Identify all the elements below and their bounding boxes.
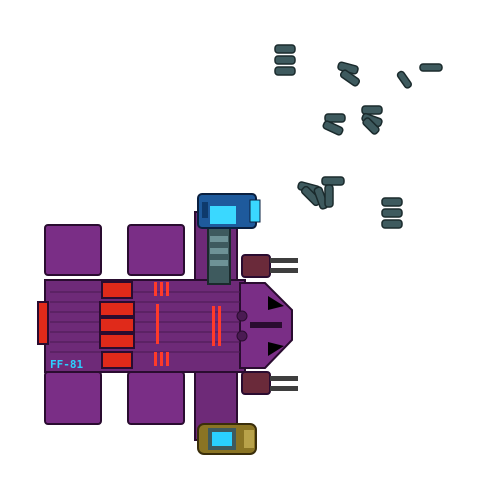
bullet-sprite (324, 184, 334, 208)
bullet-sprite (339, 69, 361, 87)
engine-block-icon (37, 281, 135, 369)
twin-cannon-icon (241, 254, 298, 395)
bullet-sprite (361, 105, 383, 115)
nose-details (236, 296, 284, 356)
blue-turret-icon (197, 193, 261, 285)
bullet-sprite (381, 197, 403, 207)
engine-pod-top-right (127, 224, 185, 276)
bullet-sprite (381, 219, 403, 229)
bullet-sprite (274, 66, 296, 76)
engine-pod-top-left (44, 224, 102, 276)
bullet-sprite (274, 44, 296, 54)
hull-stripes (50, 291, 240, 353)
hull-id-label: FF-81 (50, 358, 83, 371)
engine-pod-bottom-right (127, 371, 185, 425)
gold-pod-icon (197, 423, 257, 455)
bullet-sprite (324, 113, 346, 123)
bullet-sprite-icon (274, 44, 443, 229)
vent-marks (154, 282, 221, 366)
bullet-sprite (396, 70, 413, 89)
main-body (44, 279, 246, 373)
bullet-sprite (419, 63, 443, 72)
engine-pod-bottom-left (44, 371, 102, 425)
bullet-sprite (381, 208, 403, 218)
bullet-sprite (321, 176, 345, 186)
bullet-sprite (322, 120, 344, 136)
bullet-sprite (362, 117, 380, 135)
bullet-sprite (274, 55, 296, 65)
